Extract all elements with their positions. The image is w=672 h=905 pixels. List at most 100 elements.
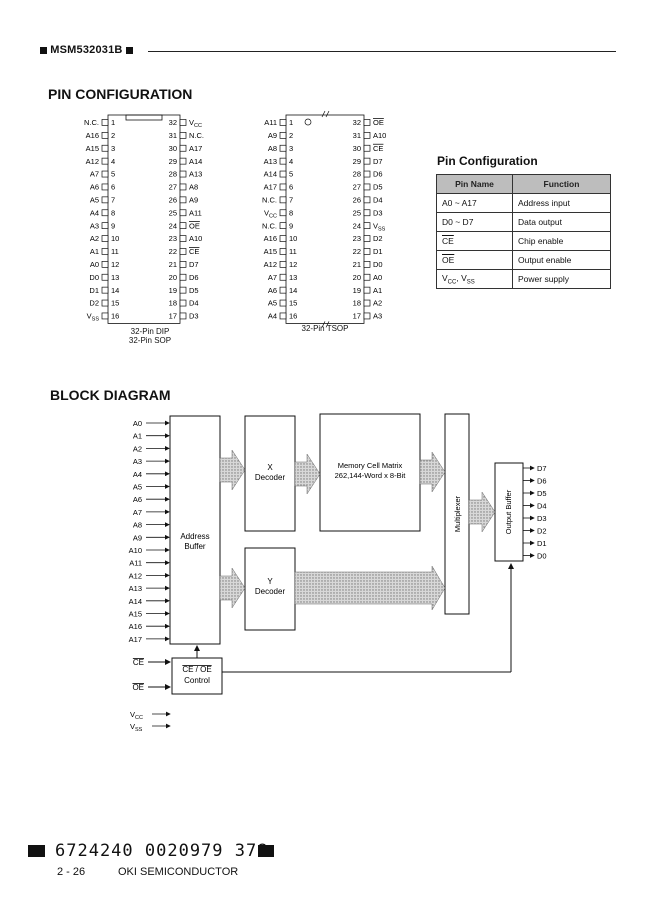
dip-pin-name: A5: [90, 195, 99, 204]
dip-pin-lead: [179, 196, 187, 204]
address-input-label: A3: [133, 457, 142, 466]
memory-label-2: 262,144-Word x 8-Bit: [335, 471, 407, 480]
tsop-pin-lead: [279, 222, 287, 230]
tsop-pin-number: 31: [353, 131, 361, 140]
tsop-pin-number: 3: [289, 144, 293, 153]
dip-pin-number: 17: [169, 312, 177, 321]
tsop-pin-number: 10: [289, 234, 297, 243]
dip-pin-number: 13: [111, 273, 119, 282]
dip-pin-lead: [179, 183, 187, 191]
tsop-pin-lead: [279, 170, 287, 178]
tsop-pin-lead: [279, 286, 287, 294]
dip-pin-name: CE: [189, 247, 199, 256]
dip-pin-name: A12: [86, 157, 99, 166]
tsop-pin-number: 32: [353, 118, 361, 127]
dip-pin-lead: [101, 261, 109, 268]
multiplexer-box: [444, 413, 470, 615]
barcode-right-block: [258, 845, 274, 857]
tsop-pin-name: A3: [373, 312, 382, 321]
pin-table-function: Chip enable: [512, 231, 611, 251]
address-input-label: A17: [129, 635, 142, 644]
dip-pin-number: 8: [111, 208, 115, 217]
dip-pin-name: A16: [86, 131, 99, 140]
tsop-pin-number: 16: [289, 312, 297, 321]
tsop-package: 1A112A93A84A135A146A177N.C.8VCC9N.C.10A1…: [262, 110, 386, 328]
dip-pin-name: A17: [189, 144, 202, 153]
address-input-label: A1: [133, 432, 142, 441]
tsop-pin-number: 9: [289, 221, 293, 230]
dip-pin-lead: [101, 183, 109, 191]
company-name: OKI SEMICONDUCTOR: [118, 866, 239, 878]
x-decoder-label-1: X: [267, 463, 273, 472]
dip-pin-number: 6: [111, 183, 115, 192]
square-bullet-icon: [125, 46, 133, 54]
tsop-pin-name: A7: [268, 273, 277, 282]
dip-pin-number: 32: [169, 118, 177, 127]
address-input-label: A12: [129, 571, 142, 580]
ce-input-label: CE: [133, 658, 144, 667]
dip-pin-name: A7: [90, 170, 99, 179]
arrow-buffer-to-y-decoder: [219, 567, 246, 609]
dip-pin-name: A10: [189, 234, 202, 243]
tsop-pin-lead: [279, 299, 287, 307]
dip-pin-number: 9: [111, 221, 115, 230]
dip-pin-lead: [179, 144, 187, 152]
dip-caption-1: 32-Pin DIP: [130, 327, 170, 336]
address-input-label: A7: [133, 508, 142, 517]
tsop-pin-number: 25: [353, 208, 361, 217]
tsop-pin-number: 2: [289, 131, 293, 140]
dip-pin-lead: [179, 132, 187, 139]
pin-table-pin: D0 ~ D7: [436, 212, 513, 232]
dip-pin-name: A2: [90, 234, 99, 243]
dip-pin-lead: [179, 299, 187, 307]
barcode-left-block: [28, 845, 45, 857]
dip-pin-number: 18: [169, 299, 177, 308]
tsop-pin-name: D5: [373, 183, 383, 192]
tsop-pin-lead: [363, 299, 371, 307]
tsop-pin-name: D6: [373, 170, 383, 179]
dip-pin-lead: [179, 119, 187, 126]
output-buffer-label: Output Buffer: [504, 489, 513, 534]
dip-pin-number: 10: [111, 234, 119, 243]
arrow-matrix-to-mux: [419, 451, 446, 493]
pin-diagrams: 1N.C.2A163A154A125A76A67A58A49A310A211A1…: [84, 110, 386, 328]
address-input-label: A15: [129, 610, 142, 619]
dip-pin-lead: [101, 235, 109, 242]
output-buffer-box: [494, 462, 524, 562]
dip-pin-name: A6: [90, 183, 99, 192]
tsop-pin-number: 5: [289, 170, 293, 179]
data-output-label: D2: [537, 527, 547, 536]
address-input-label: A16: [129, 622, 142, 631]
dip-pin-name: A8: [189, 183, 198, 192]
dip-pin-name: N.C.: [189, 131, 204, 140]
tsop-pin-name: A14: [264, 170, 277, 179]
dip-pin-lead: [101, 196, 109, 204]
tsop-pin-name: A6: [268, 286, 277, 295]
dip-pin-number: 2: [111, 131, 115, 140]
tsop-pin-name: A12: [264, 260, 277, 269]
oe-input-label: OE: [132, 683, 144, 692]
y-decoder-box: [244, 547, 296, 631]
address-buffer-label-2: Buffer: [184, 542, 206, 551]
dip-pin-name: N.C.: [84, 118, 99, 127]
dip-caption: 32-Pin DIP 32-Pin SOP: [100, 327, 200, 345]
memory-label-1: Memory Cell Matrix: [338, 461, 403, 470]
dip-pin-lead: [179, 157, 187, 165]
tsop-pin-lead: [279, 248, 287, 255]
pin-table-function: Output enable: [512, 250, 611, 270]
dip-pin-name: D3: [189, 312, 199, 321]
control-label-1: CE / OE: [182, 665, 211, 674]
dip-pin-name: A15: [86, 144, 99, 153]
dip-pin-number: 23: [169, 234, 177, 243]
y-decoder-label-2: Decoder: [255, 587, 286, 596]
tsop-pin-lead: [279, 144, 287, 152]
tsop-pin-lead: [363, 132, 371, 139]
dip-pin-number: 15: [111, 299, 119, 308]
address-input-label: A2: [133, 444, 142, 453]
pin-table-function: Data output: [512, 212, 611, 232]
pin-table-function: Power supply: [512, 269, 611, 289]
tsop-pin-lead: [279, 209, 287, 217]
tsop-pin-lead: [279, 261, 287, 268]
